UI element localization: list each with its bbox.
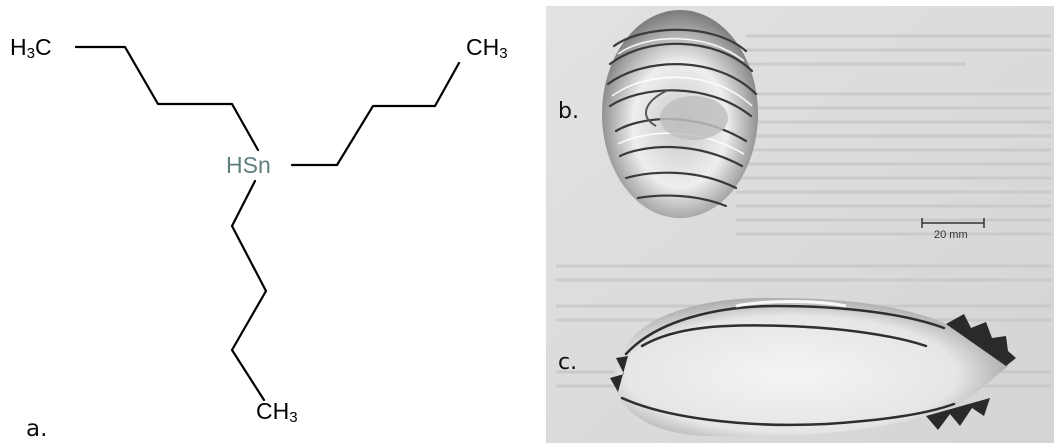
panel-label-c: c. — [558, 350, 578, 375]
atom-h3c: H3C — [10, 34, 52, 62]
panel-label-b: b. — [558, 99, 579, 124]
butyl-chain-left — [74, 45, 260, 152]
scale-bar — [921, 218, 985, 228]
panel-label-a: a. — [26, 416, 48, 442]
skeletal-bonds — [74, 45, 461, 402]
atom-hsn: HSn — [226, 152, 271, 178]
oyster-photograph: 20 mm b. c. — [546, 6, 1054, 443]
structure-panel: H3C CH3 HSn CH3 a. — [10, 34, 508, 442]
scale-bar-label: 20 mm — [934, 229, 968, 241]
oyster-photo-illustration — [546, 6, 1054, 443]
oyster-c — [610, 297, 1016, 437]
atom-ch3-bottom: CH3 — [256, 398, 298, 426]
oyster-b — [602, 10, 758, 218]
butyl-chain-right — [290, 61, 461, 167]
butyl-chain-bottom — [230, 179, 268, 402]
atom-ch3-top: CH3 — [466, 34, 508, 62]
